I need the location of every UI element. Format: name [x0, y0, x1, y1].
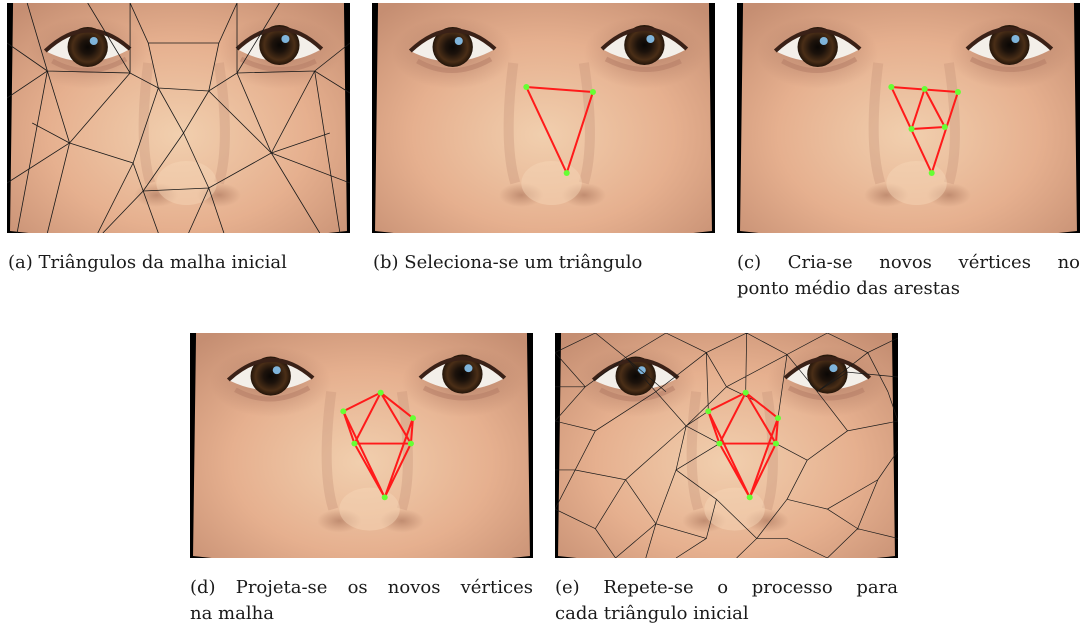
refined-mesh-e	[555, 333, 898, 558]
image-panel-d	[190, 333, 533, 558]
caption-c: (c) Cria-se novos vértices no ponto médi…	[737, 250, 1080, 302]
vertices-b	[523, 84, 596, 176]
caption-c-line-1: (c) Cria-se novos vértices no	[737, 252, 1080, 273]
face-image-c	[737, 3, 1080, 233]
caption-b: (b) Seleciona-se um triângulo	[373, 250, 718, 276]
caption-a-line-1: (a) Triângulos da malha inicial	[8, 252, 287, 273]
caption-d-line-1: (d) Projeta-se os novos vértices	[190, 577, 533, 598]
vertices-e	[705, 389, 781, 501]
image-panel-a	[7, 3, 350, 233]
mesh-lines-a	[7, 3, 350, 233]
caption-e: (e) Repete-se o processo para cada triân…	[555, 575, 898, 627]
vertices-c	[888, 84, 961, 176]
selected-triangle-b	[524, 85, 595, 176]
image-panel-c	[737, 3, 1080, 233]
image-panel-b	[372, 3, 715, 233]
caption-d: (d) Projeta-se os novos vértices na malh…	[190, 575, 533, 627]
caption-b-line-1: (b) Seleciona-se um triângulo	[373, 252, 643, 273]
caption-e-line-1: (e) Repete-se o processo para	[555, 577, 898, 598]
face-image-e	[555, 333, 898, 558]
caption-a: (a) Triângulos da malha inicial	[8, 250, 353, 276]
face-image-d	[190, 333, 533, 558]
caption-d-line-2: na malha	[190, 603, 274, 624]
face-image-b	[372, 3, 715, 233]
caption-e-line-2: cada triângulo inicial	[555, 603, 749, 624]
image-panel-e	[555, 333, 898, 558]
caption-c-line-2: ponto médio das arestas	[737, 278, 960, 299]
face-image-a	[7, 3, 350, 233]
vertices-d	[340, 389, 416, 501]
